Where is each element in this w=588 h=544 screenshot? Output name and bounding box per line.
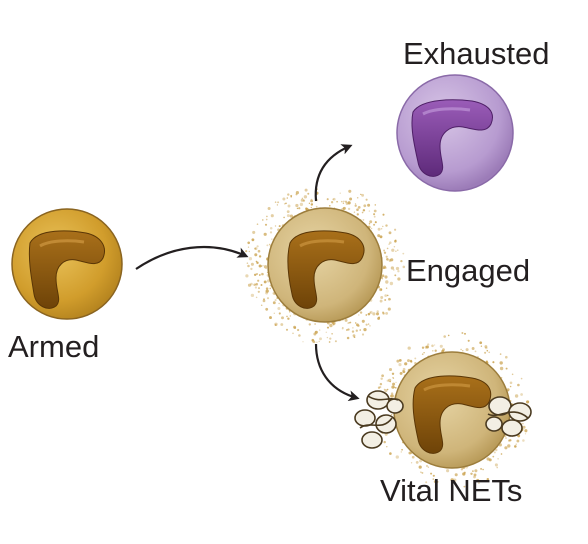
engaged-cell [267,207,383,323]
net-fibers-left [354,390,404,449]
engaged-nucleus [287,230,365,309]
label-vital-nets: Vital NETs [380,473,523,508]
vital-nets-nucleus [412,375,492,454]
net-fibers-right [485,396,532,437]
exhausted-cell [396,74,514,192]
armed-cell [11,208,123,320]
label-engaged: Engaged [406,253,531,288]
arrow-engaged-to-vital-nets [314,343,360,402]
label-armed: Armed [8,329,100,364]
arrow-engaged-to-exhausted [314,144,353,202]
arrow-armed-to-engaged [135,245,249,270]
armed-nucleus [28,230,105,309]
exhausted-nucleus [411,99,493,177]
label-exhausted: Exhausted [403,36,550,71]
